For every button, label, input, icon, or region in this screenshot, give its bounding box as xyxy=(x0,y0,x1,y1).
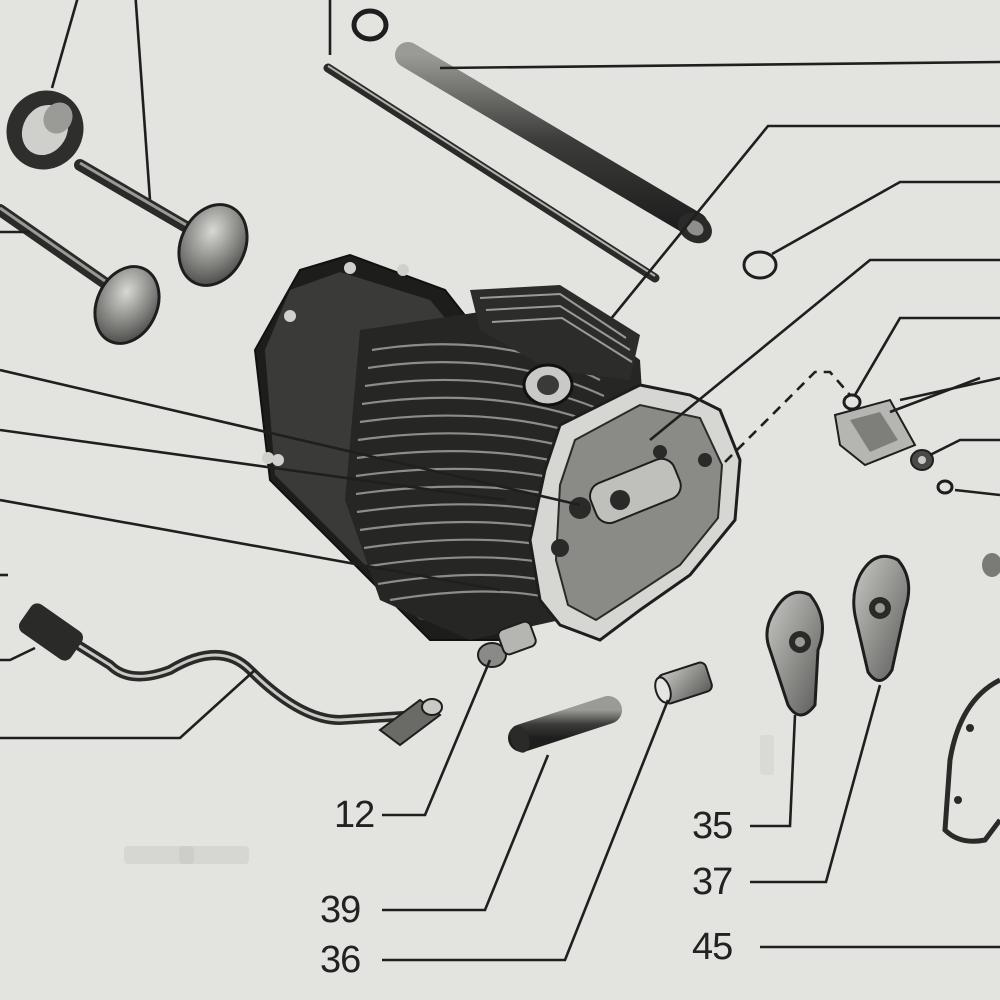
leader-head-top xyxy=(608,124,1000,321)
valve-upper xyxy=(74,159,249,287)
valve-lower xyxy=(0,204,161,345)
leader-oil-fitting xyxy=(0,646,36,662)
leader-37 xyxy=(750,684,882,884)
pushrod xyxy=(323,63,660,283)
leader-35 xyxy=(750,714,797,828)
leader-seat xyxy=(50,0,79,89)
leader-12 xyxy=(382,659,492,817)
washer-small xyxy=(842,393,862,411)
washer-lower xyxy=(936,479,954,495)
cylinder-assembly xyxy=(253,253,742,668)
callout-12: 12 xyxy=(334,794,375,836)
dashed-assembly-line xyxy=(724,370,851,463)
callout-45: 45 xyxy=(692,926,733,968)
valve-spring-seat xyxy=(6,90,84,170)
leader-oil-line xyxy=(0,669,256,740)
leader-o-ring xyxy=(771,180,1000,256)
oil-line xyxy=(18,603,443,747)
bushing-36 xyxy=(654,661,713,705)
leader-washer xyxy=(853,316,1000,396)
leader-washer-lower xyxy=(954,488,1000,497)
rocker-arm-35 xyxy=(765,590,824,717)
leader-plate-2 xyxy=(899,376,1000,402)
o-ring xyxy=(742,250,778,280)
bleed-through-marks xyxy=(124,735,774,864)
leader-left-1 xyxy=(0,368,581,507)
leader-left-3 xyxy=(0,498,501,592)
leader-39 xyxy=(382,754,550,912)
leader-left-2 xyxy=(0,428,506,502)
callout-39: 39 xyxy=(320,889,361,931)
leader-valve-upper xyxy=(134,0,152,201)
rocker-cover-edge xyxy=(942,553,1000,844)
rocker-shaft-plate xyxy=(833,398,917,467)
rocker-shaft-39 xyxy=(508,696,622,753)
callout-35: 35 xyxy=(692,805,733,847)
nut xyxy=(910,449,934,471)
callout-36: 36 xyxy=(320,939,361,981)
leader-36 xyxy=(382,699,670,962)
rocker-arm-37 xyxy=(852,554,911,682)
leader-rocker-box xyxy=(649,258,1000,442)
leader-tube xyxy=(439,60,1000,70)
callout-37: 37 xyxy=(692,861,733,903)
leader-plate-1 xyxy=(889,376,981,414)
leader-nut xyxy=(929,438,1000,457)
small-ring-top xyxy=(351,8,389,42)
pushrod-tube xyxy=(395,42,712,244)
